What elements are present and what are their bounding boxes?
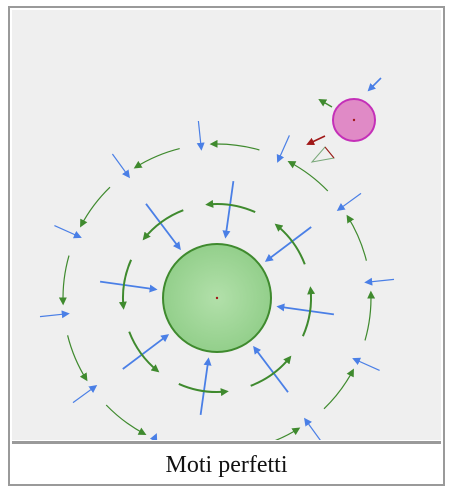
outer-gravity-arrow <box>54 226 80 237</box>
inner-gravity-arrow <box>146 204 180 249</box>
outer-gravity-arrow <box>40 314 68 317</box>
inner-gravity-arrow <box>201 359 209 415</box>
outer-velocity-arrow <box>254 429 298 440</box>
outer-velocity-arrow <box>81 187 110 226</box>
inner-gravity-arrow <box>267 227 312 261</box>
inner-gravity-arrow <box>278 307 334 315</box>
inner-gravity-arrow <box>254 348 288 393</box>
central-body-center-dot <box>216 297 218 299</box>
outer-velocity-arrow <box>63 256 69 304</box>
inner-velocity-arrow <box>123 260 131 308</box>
vector-triangle-side <box>325 147 334 158</box>
outer-gravity-arrow <box>278 135 289 161</box>
outer-gravity-arrow <box>198 121 201 149</box>
figure-caption: Moti perfetti <box>10 449 443 481</box>
outer-gravity-arrow <box>354 359 380 370</box>
diagram-svg <box>12 10 441 440</box>
outer-velocity-arrow <box>212 144 260 150</box>
outer-velocity-arrow <box>365 293 371 341</box>
inner-velocity-arrow <box>303 288 311 336</box>
outer-velocity-arrow <box>68 335 87 379</box>
outer-velocity-arrow <box>348 216 367 260</box>
simulation-canvas <box>12 10 441 440</box>
caption-divider <box>12 441 441 444</box>
outer-gravity-arrow <box>112 154 128 177</box>
outer-gravity-arrow <box>145 435 156 440</box>
outer-gravity-arrow <box>305 419 321 440</box>
inner-gravity-arrow <box>123 335 168 369</box>
inner-gravity-arrow <box>226 181 234 237</box>
inner-velocity-arrow <box>207 204 255 212</box>
inner-velocity-arrow <box>276 225 305 264</box>
inner-gravity-arrow <box>100 282 156 290</box>
figure-frame: Moti perfetti <box>8 6 445 486</box>
outer-gravity-arrow <box>73 386 96 402</box>
orbiting-body-center-dot <box>353 119 355 121</box>
outer-velocity-arrow <box>106 405 145 434</box>
orbiting-body-force-arrow <box>308 136 325 144</box>
inner-velocity-arrow <box>144 210 183 239</box>
outer-velocity-arrow <box>324 370 353 409</box>
inner-velocity-arrow <box>129 332 158 371</box>
inner-velocity-arrow <box>251 357 290 386</box>
orbiting-body-gravity-arrow <box>369 78 381 90</box>
outer-velocity-arrow <box>135 149 179 168</box>
orbiting-body-group <box>308 78 381 162</box>
outer-velocity-arrow <box>289 162 328 191</box>
inner-velocity-arrow <box>179 384 227 392</box>
outer-gravity-arrow <box>338 193 361 209</box>
orbiting-body-velocity-arrow <box>320 100 332 107</box>
outer-gravity-arrow <box>366 279 394 282</box>
